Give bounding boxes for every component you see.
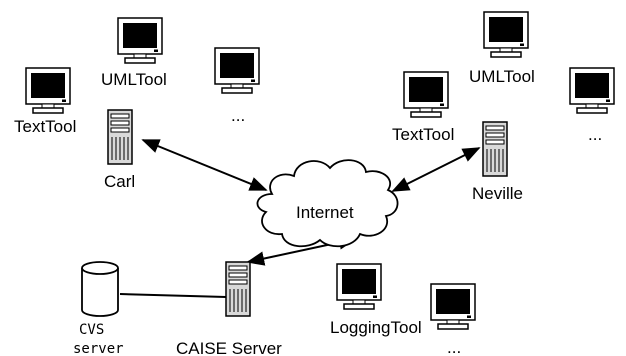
link-carl-internet (141, 139, 268, 191)
caise-server-label: CAISE Server (176, 339, 282, 356)
carl-host-label: Carl (104, 172, 135, 191)
carl-umltool-label: UMLTool (101, 70, 167, 89)
carl-texttool-label: TextTool (14, 117, 76, 136)
neville-more-monitor-icon (569, 67, 615, 114)
carl-server-tower-icon (107, 109, 133, 165)
link-neville-internet (391, 147, 481, 192)
caise-server-tower-icon (225, 261, 251, 317)
cvs-label-line2: server (73, 341, 124, 356)
cvs-label-line1: CVS (79, 322, 104, 338)
internet-cloud-icon (256, 159, 399, 248)
neville-texttool-monitor-icon (403, 71, 449, 118)
carl-more-monitor-icon (214, 47, 260, 94)
loggingtool-label: LoggingTool (330, 318, 422, 337)
link-cvs-caise (119, 293, 227, 298)
neville-more-label: ... (588, 125, 602, 144)
caise-more-monitor-icon (430, 283, 476, 330)
neville-host-label: Neville (472, 184, 523, 203)
internet-label: Internet (296, 203, 354, 222)
loggingtool-monitor-icon (336, 263, 382, 310)
cvs-database-icon (81, 261, 119, 317)
carl-texttool-monitor-icon (25, 67, 71, 114)
neville-texttool-label: TextTool (392, 125, 454, 144)
neville-umltool-monitor-icon (483, 11, 529, 58)
carl-umltool-monitor-icon (117, 17, 163, 64)
caise-more-label: ... (447, 338, 461, 356)
neville-umltool-label: UMLTool (469, 67, 535, 86)
neville-server-tower-icon (482, 121, 508, 177)
carl-more-label: ... (231, 106, 245, 125)
